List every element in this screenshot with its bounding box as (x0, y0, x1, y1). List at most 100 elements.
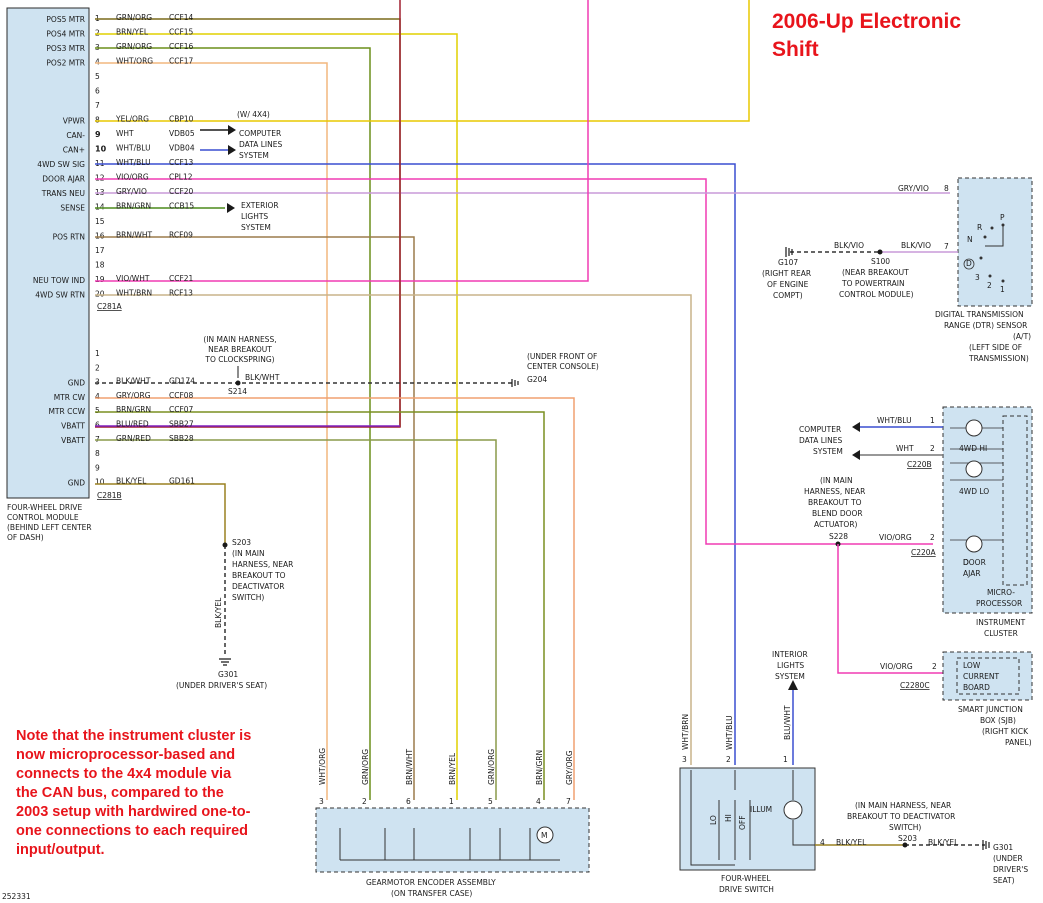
gearmotor-internal (339, 828, 560, 861)
module-pin-number: 8 (95, 116, 100, 125)
lamp-icon (965, 535, 983, 553)
gearmotor-wire-color: GRN/ORG (361, 749, 370, 785)
module-name-line: OF DASH) (7, 533, 44, 542)
computer-lines-label: DATA LINES (239, 140, 282, 149)
module-pin-label: POS3 MTR (46, 44, 85, 53)
switch-pos-lo: LO (709, 815, 718, 825)
diagram-title-line-2: Shift (772, 38, 819, 61)
dtr-name: RANGE (DTR) SENSOR (944, 321, 1027, 330)
s228-label: S228 (829, 532, 848, 541)
interior-lights: INTERIOR (772, 650, 808, 659)
arrow-right-icon (228, 145, 236, 155)
note-line: Note that the instrument cluster is (16, 728, 251, 744)
wire-circuit-label: CCF15 (169, 28, 194, 37)
wire-4wd-sw-rtn (95, 294, 692, 765)
wire-color-label: BLK/YEL (116, 477, 147, 486)
switch-name: DRIVE SWITCH (719, 885, 774, 894)
g301-right-note: DRIVER'S (993, 865, 1028, 874)
sjb-pin: 2 (932, 662, 937, 671)
wire-vbatt-grn-red (95, 439, 497, 800)
wire-circuit-label: CCF08 (169, 391, 194, 400)
gearmotor-pin-number: 7 (566, 797, 571, 806)
g107-note: (RIGHT REAR (762, 269, 811, 278)
dtr-pos: P (1000, 213, 1005, 222)
gearmotor-name: (ON TRANSFER CASE) (391, 889, 472, 898)
gearmotor-pin-number: 6 (406, 797, 411, 806)
module-pin-number: 20 (95, 290, 105, 299)
module-pin-number: 10 (95, 145, 107, 154)
wire-color-label: GRY/VIO (116, 187, 147, 196)
module-box (6, 7, 90, 499)
module-pin-label: POS RTN (53, 233, 85, 242)
wire-pos-rtn (95, 236, 415, 800)
switch-wire-2: WHT/BLU (725, 715, 734, 750)
exterior-lights-label: EXTERIOR (241, 201, 279, 210)
note-line: connects to the 4x4 module via (16, 766, 232, 782)
cluster-wire-2: WHT (896, 444, 914, 453)
arrow-left-icon (852, 422, 860, 432)
dtr-pin-8: 8 (944, 184, 949, 193)
gearmotor-pin-number: 5 (488, 797, 493, 806)
module-pin-label: 4WD SW RTN (35, 291, 85, 300)
cluster-pin-1: 1 (930, 416, 935, 425)
module-pin-label: TRANS NEU (41, 189, 85, 198)
module-pin-number: 2 (95, 29, 100, 38)
lamp-label-4wd-lo: 4WD LO (959, 487, 989, 496)
note-line: 2003 setup with hardwired one-to- (16, 804, 251, 820)
module-pin-number: 5 (95, 406, 100, 415)
wire-mtr-cw (95, 397, 575, 800)
contact-dot (1001, 279, 1005, 283)
g107-label: G107 (778, 258, 798, 267)
s203-note: BREAKOUT TO (232, 571, 286, 580)
exterior-lights-label: SYSTEM (241, 223, 271, 232)
door-wire: VIO/ORG (879, 533, 912, 542)
contact-dot (979, 256, 983, 260)
module-pin-label: DOOR AJAR (42, 175, 85, 184)
wire-circuit-label: CCF14 (169, 13, 194, 22)
wire-color-label: BRN/YEL (116, 28, 149, 37)
sjb-wire: VIO/ORG (880, 662, 913, 671)
gearmotor-wire-color: BRN/YEL (448, 752, 457, 785)
wire-circuit-label: CBP10 (169, 115, 194, 124)
s214-label: S214 (228, 387, 247, 396)
wire-color-label: BLK/WHT (116, 377, 151, 386)
sjb-label: BOARD (963, 683, 990, 692)
gearmotor-wire-color: WHT/ORG (318, 748, 327, 785)
module-pin-number: 10 (95, 478, 105, 487)
wire-color-label: VIO/ORG (116, 173, 149, 182)
switch-pin-1: 1 (783, 755, 788, 764)
switch-pos-hi: HI (724, 814, 733, 822)
module-pin-label: VPWR (63, 117, 85, 126)
s203-right-note: SWITCH) (889, 823, 921, 832)
gearmotor-pins: 3WHT/ORG2GRN/ORG6BRN/WHT1BRN/YEL5GRN/ORG… (318, 748, 574, 806)
s100-wire-right: BLK/VIO (901, 241, 931, 250)
motor-label: M (541, 831, 547, 840)
module-name-line: (BEHIND LEFT CENTER (7, 523, 92, 532)
s100-note: TO POWERTRAIN (841, 279, 905, 288)
wire-circuit-label: GD174 (169, 377, 195, 386)
dtr-pos: 2 (987, 281, 992, 290)
arrow-right-icon (228, 125, 236, 135)
arrow-left-icon (852, 450, 860, 460)
interior-lights: SYSTEM (775, 672, 805, 681)
switch-pin-2: 2 (726, 755, 731, 764)
wire-color-label: WHT/BRN (116, 289, 152, 298)
module-pin-number: 17 (95, 246, 105, 255)
wire-color-label: GRN/ORG (116, 42, 152, 51)
dtr-pos: D (966, 259, 972, 268)
module-pin-label: POS5 MTR (46, 15, 85, 24)
contact-dot (1001, 223, 1005, 227)
s228-note: BLEND DOOR (812, 509, 863, 518)
cluster-computer-lines: COMPUTER (799, 425, 841, 434)
switch-wire-1: BLU/WHT (783, 705, 792, 740)
w4x4-label: (W/ 4X4) (237, 110, 270, 119)
wire-color-label: WHT/BLU (116, 144, 151, 153)
wire-circuit-label: CPL12 (169, 173, 193, 182)
wire-circuit-label: CCF21 (169, 274, 194, 283)
wire-color-label: BRN/GRN (116, 405, 151, 414)
s203-note: DEACTIVATOR (232, 582, 284, 591)
sjb-name: PANEL) (1005, 738, 1032, 747)
